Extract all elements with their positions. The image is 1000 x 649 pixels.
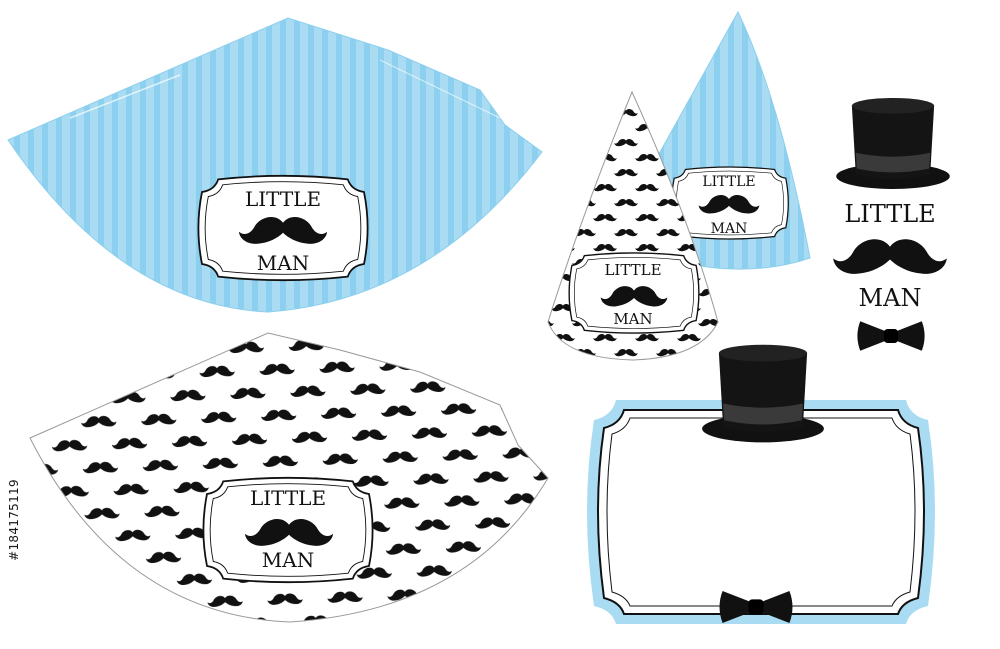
striped-hat-template <box>7 17 543 313</box>
label-little: LITTLE <box>702 174 755 190</box>
label-man: MAN <box>859 284 922 312</box>
label-man: MAN <box>262 548 314 572</box>
label-little: LITTLE <box>604 261 661 279</box>
small-mustache-hat <box>547 90 719 361</box>
label-man: MAN <box>613 310 652 328</box>
label-little: LITTLE <box>844 200 935 228</box>
label-man: MAN <box>711 221 748 237</box>
top-hat-icon <box>836 97 950 190</box>
mustache-hat-template <box>29 332 549 623</box>
small-striped-hat <box>649 10 811 270</box>
blank-sign-frame <box>587 344 935 624</box>
stock-id: #184175119 <box>7 479 21 561</box>
stock-id-container: #184175119 <box>4 425 24 615</box>
label-man: MAN <box>257 251 309 275</box>
mustache-icon <box>833 239 947 274</box>
bow-tie-icon <box>857 321 925 351</box>
top-hat-icon <box>702 344 824 443</box>
label-little: LITTLE <box>250 486 326 510</box>
label-little: LITTLE <box>245 187 321 211</box>
